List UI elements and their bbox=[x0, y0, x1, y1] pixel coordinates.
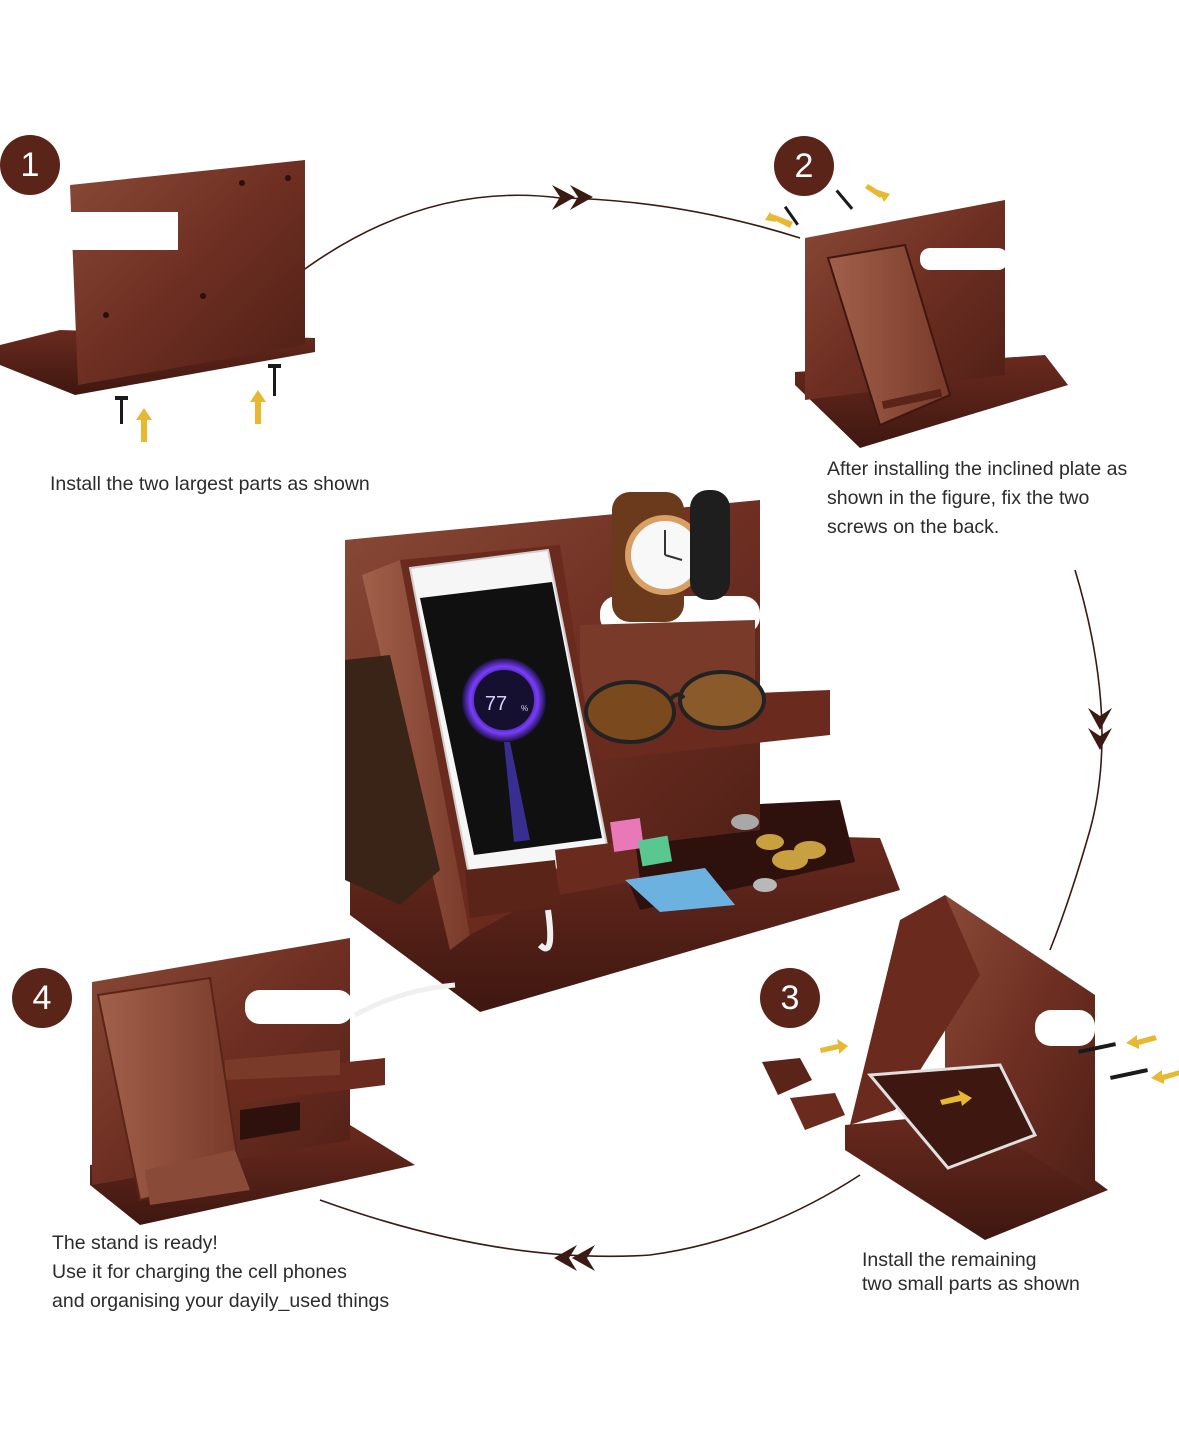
caption-line: Install the remaining bbox=[862, 1249, 1037, 1271]
step-1-badge: 1 bbox=[0, 135, 60, 195]
step-1-illustration bbox=[0, 160, 315, 442]
caption-line: After installing the inclined plate as bbox=[827, 458, 1128, 480]
step-4-caption: The stand is ready! Use it for charging … bbox=[52, 1229, 389, 1316]
step-2-badge: 2 bbox=[774, 136, 834, 196]
screw-icon bbox=[783, 189, 854, 226]
hint-arrow-icon bbox=[765, 184, 890, 228]
arc-1-to-2 bbox=[289, 194, 801, 281]
sunglasses bbox=[584, 670, 766, 744]
caption-line: screws on the back. bbox=[827, 516, 1000, 538]
watch bbox=[612, 492, 705, 622]
step-3-badge: 3 bbox=[760, 968, 820, 1028]
hint-arrow-icon bbox=[136, 390, 266, 442]
hint-arrow-icon bbox=[820, 1035, 1179, 1106]
step-3-illustration bbox=[762, 895, 1179, 1240]
caption-line: shown in the figure, fix the two bbox=[827, 487, 1090, 509]
step-1-caption: Install the two largest parts as shown bbox=[50, 470, 370, 499]
step-4-illustration bbox=[90, 938, 415, 1225]
caption-line: Install the two largest parts as shown bbox=[50, 473, 370, 495]
screw-icon bbox=[115, 364, 281, 424]
arc-2-to-3 bbox=[1049, 569, 1103, 951]
caption-line: and organising your dayily_used things bbox=[52, 1290, 390, 1312]
screw-icon bbox=[1077, 1042, 1149, 1080]
step-2-illustration bbox=[765, 184, 1068, 448]
caption-line: two small parts as shown bbox=[862, 1273, 1080, 1295]
caption-line: Use it for charging the cell phones bbox=[52, 1261, 347, 1283]
double-chevron-icon bbox=[552, 185, 1112, 1271]
phone: 77 % bbox=[408, 548, 612, 882]
battery-percent: 77 bbox=[485, 693, 507, 715]
caption-line: The stand is ready! bbox=[52, 1232, 218, 1254]
arc-3-to-4 bbox=[319, 1174, 861, 1258]
step-2-caption: After installing the inclined plate as s… bbox=[827, 455, 1127, 542]
step-4-badge: 4 bbox=[12, 968, 72, 1028]
battery-unit: % bbox=[521, 704, 528, 713]
step-3-caption: Install the remaining two small parts as… bbox=[862, 1248, 1080, 1296]
finished-stand: 77 % bbox=[345, 490, 900, 1018]
